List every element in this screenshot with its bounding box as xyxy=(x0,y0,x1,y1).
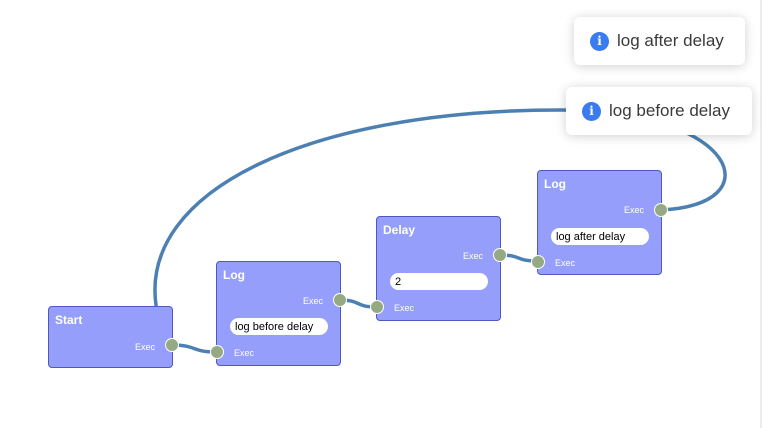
exec-input-label: Exec xyxy=(234,348,255,358)
exec-input-port[interactable] xyxy=(370,300,384,314)
exec-input-label: Exec xyxy=(394,303,415,313)
toast-message: log before delay xyxy=(609,101,730,120)
toast-notification[interactable]: i log before delay xyxy=(566,87,752,135)
log-message-input[interactable] xyxy=(230,318,328,335)
exec-output-label: Exec xyxy=(134,342,155,352)
exec-output-label: Exec xyxy=(462,251,483,261)
toast-message: log after delay xyxy=(617,31,724,50)
node-title: Start xyxy=(55,313,83,327)
node-title: Delay xyxy=(383,223,416,237)
start-node[interactable]: Start Exec xyxy=(48,306,179,368)
delay-seconds-input[interactable] xyxy=(390,273,488,290)
exec-output-label: Exec xyxy=(623,205,644,215)
node-title: Log xyxy=(544,177,566,191)
exec-output-port[interactable] xyxy=(654,203,668,217)
info-icon: i xyxy=(590,31,609,51)
log-after-delay-node[interactable]: Log Exec Exec xyxy=(531,170,668,275)
delay-node[interactable]: Delay Exec Exec xyxy=(370,216,507,321)
exec-input-port[interactable] xyxy=(210,345,224,359)
node-title: Log xyxy=(223,268,245,282)
canvas-edge xyxy=(760,0,762,428)
info-icon: i xyxy=(582,101,601,121)
log-message-input[interactable] xyxy=(551,228,649,245)
exec-output-label: Exec xyxy=(302,296,323,306)
exec-output-port[interactable] xyxy=(333,293,347,307)
log-before-delay-node[interactable]: Log Exec Exec xyxy=(210,261,347,366)
exec-output-port[interactable] xyxy=(493,248,507,262)
exec-input-label: Exec xyxy=(555,258,576,268)
exec-output-port[interactable] xyxy=(165,338,179,352)
exec-input-port[interactable] xyxy=(531,255,545,269)
toast-notification[interactable]: i log after delay xyxy=(574,17,745,65)
